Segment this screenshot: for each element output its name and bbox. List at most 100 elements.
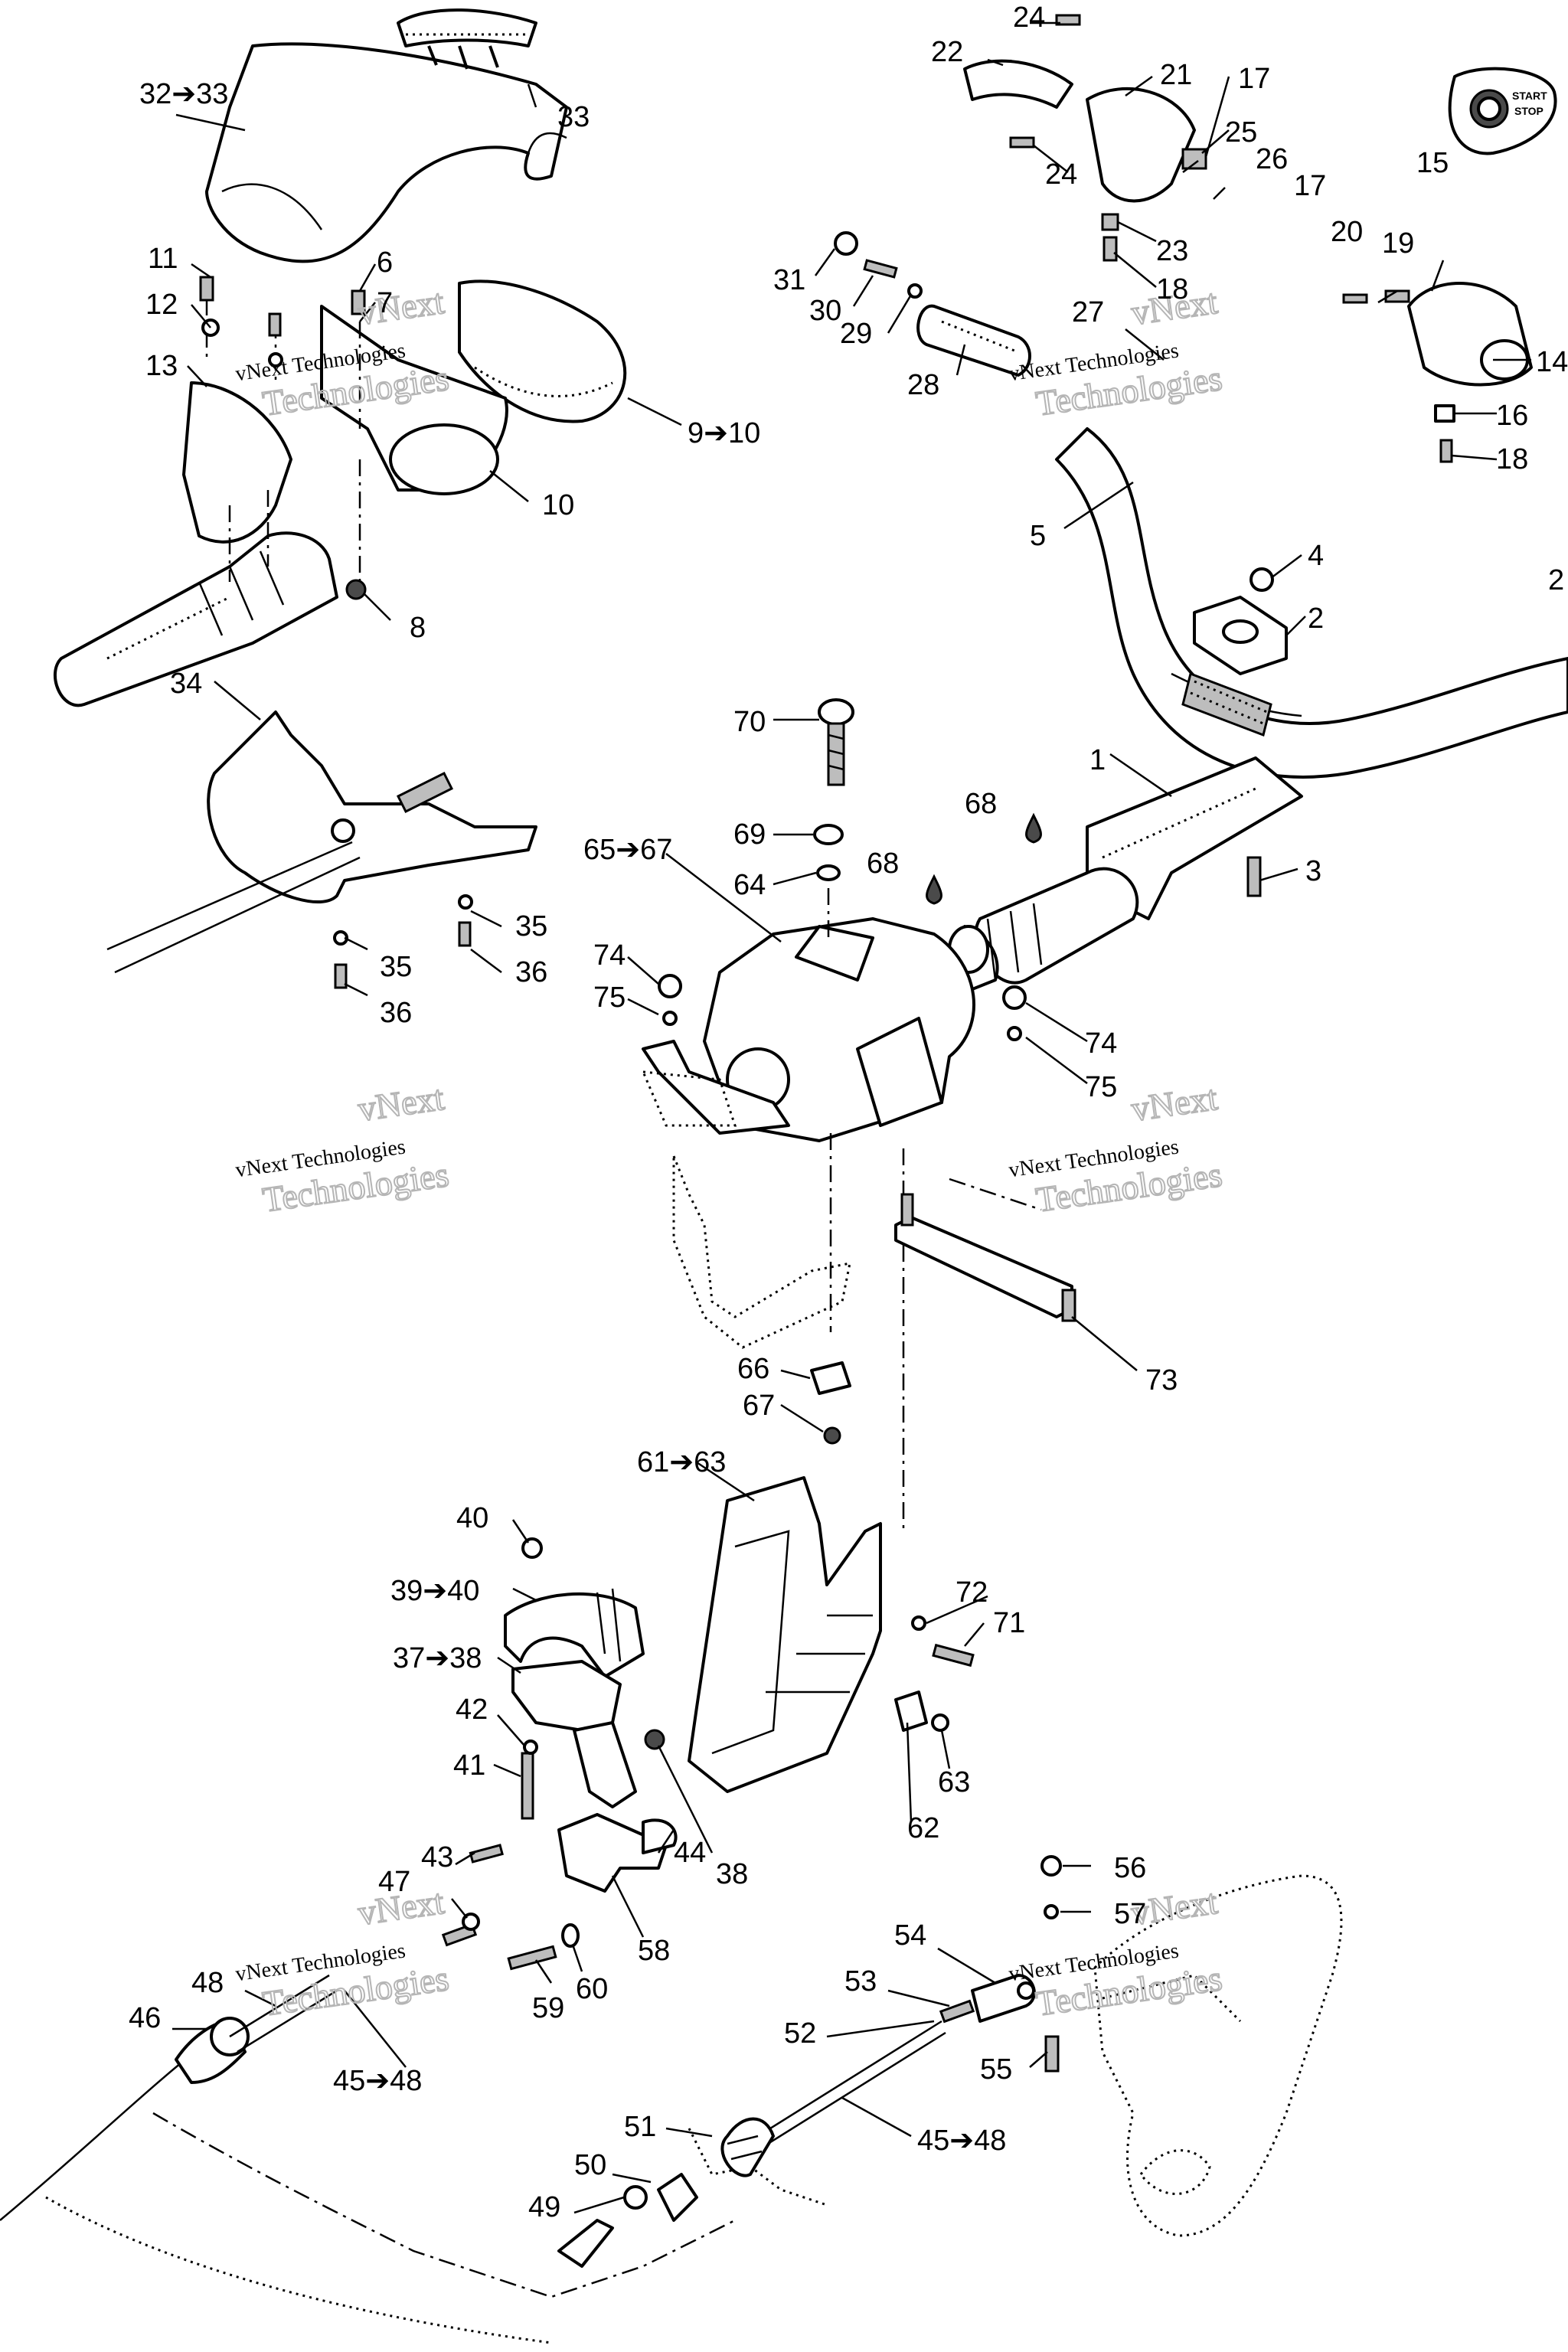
callout: 69	[733, 818, 766, 851]
callout: 6	[377, 247, 393, 279]
callout: 25	[1225, 116, 1257, 149]
callout: 15	[1416, 147, 1449, 179]
callout: 73	[1145, 1364, 1178, 1396]
callout: 20	[1331, 216, 1363, 248]
callout: 12	[145, 289, 178, 321]
callout: 18	[1496, 443, 1528, 475]
callout: 23	[1156, 235, 1188, 267]
right-grip-part	[834, 231, 1031, 377]
callout: 38	[716, 1858, 748, 1890]
bearing-part	[504, 1537, 665, 1820]
callout: 32➔33	[139, 78, 228, 110]
bolt-70	[813, 698, 854, 881]
watermark: vNext vNext Technologies Technologies	[234, 1077, 452, 1220]
callout: 21	[1160, 59, 1192, 91]
callout: 45➔48	[333, 2065, 422, 2097]
callout: 3	[1305, 855, 1321, 887]
control-housing-top	[963, 14, 1207, 262]
callout: 18	[1156, 273, 1188, 305]
callout: 53	[844, 1965, 877, 1998]
callout: 74	[593, 939, 626, 972]
callout: 29	[840, 318, 872, 350]
callout: 36	[515, 956, 547, 988]
cover-trim-part	[397, 8, 537, 70]
jet-nozzle-dotted	[1093, 1874, 1343, 2237]
callout: 54	[894, 1919, 926, 1952]
callout: 68	[867, 848, 899, 880]
callout: 50	[574, 2149, 606, 2181]
callout: 57	[1114, 1898, 1146, 1930]
callout-labels: 32➔33 33 11 6 12 7 13 9➔10 10 8 24 22 21…	[129, 2, 1568, 2223]
svg-text:vNext: vNext	[356, 1078, 447, 1129]
callout: 35	[515, 910, 547, 942]
callout: 22	[931, 36, 963, 68]
throttle-housing-part	[182, 305, 508, 544]
callout: 7	[377, 287, 393, 319]
callout: 75	[593, 982, 626, 1014]
callout: 36	[380, 997, 412, 1029]
callout: 63	[938, 1766, 970, 1798]
leader-lines	[172, 21, 1531, 2214]
callout: 19	[1382, 227, 1414, 260]
callout: 64	[733, 869, 766, 901]
callout: 49	[528, 2191, 560, 2223]
callout: 67	[743, 1390, 775, 1422]
callout: 68	[965, 788, 997, 820]
callout: 43	[421, 1841, 453, 1873]
callout: 65➔67	[583, 834, 672, 866]
callout: 5	[1030, 520, 1046, 552]
callout: 52	[784, 2017, 816, 2050]
watermark: vNext vNext Technologies Technologies	[1008, 281, 1226, 424]
nut-66-67	[810, 1361, 851, 1445]
callout: 56	[1114, 1852, 1146, 1884]
handlebar-clamp-part	[1193, 567, 1288, 675]
callout: 61➔63	[637, 1446, 726, 1478]
callout: 17	[1294, 170, 1326, 202]
left-grip-part	[53, 531, 338, 707]
callout: 51	[624, 2111, 656, 2143]
svg-text:vNext: vNext	[1129, 1078, 1220, 1129]
callout: 17	[1238, 63, 1270, 95]
callout: 55	[980, 2053, 1012, 2086]
callout: 31	[773, 264, 805, 296]
callout: 44	[674, 1837, 706, 1869]
callout: 35	[380, 951, 412, 983]
steering-arm-part	[894, 1193, 1076, 1322]
watermark: vNext vNext Technologies Technologies	[234, 1881, 452, 2024]
callout: 11	[148, 243, 178, 275]
callout: 71	[993, 1607, 1025, 1639]
callout: 26	[1256, 143, 1288, 175]
callout: 75	[1085, 1071, 1117, 1103]
callout: 47	[378, 1866, 410, 1898]
callout: 46	[129, 2002, 161, 2034]
callout: 74	[1085, 1027, 1117, 1060]
callout: 2	[1548, 564, 1564, 596]
callout: 60	[576, 1973, 608, 2005]
callout: 8	[410, 612, 426, 644]
callout: 27	[1072, 296, 1104, 328]
callout: 10	[542, 489, 574, 521]
callout: 62	[907, 1812, 939, 1844]
callout: 72	[956, 1576, 988, 1609]
callout: 42	[456, 1694, 488, 1726]
start-stop-switch: START STOP	[1448, 67, 1557, 155]
callout: 9➔10	[688, 417, 760, 449]
bracket-part	[106, 710, 537, 974]
svg-text:vNext: vNext	[356, 282, 447, 332]
steering-stem-part	[974, 756, 1303, 985]
handlebar-cover-part	[205, 42, 568, 263]
callout: 41	[453, 1749, 485, 1782]
support-housing-part	[641, 917, 1027, 1142]
callout: 13	[145, 350, 178, 382]
switch-stop-text: STOP	[1514, 105, 1544, 117]
callout: 58	[638, 1935, 670, 1967]
steering-cable-right	[557, 1974, 1036, 2268]
callout: 37➔38	[393, 1642, 482, 1674]
callout: 28	[907, 369, 939, 401]
callout: 1	[1089, 744, 1106, 776]
callout: 30	[809, 295, 841, 327]
callout: 40	[456, 1502, 488, 1534]
callout: 33	[557, 101, 590, 133]
cable-clamp-part	[469, 1813, 678, 1971]
